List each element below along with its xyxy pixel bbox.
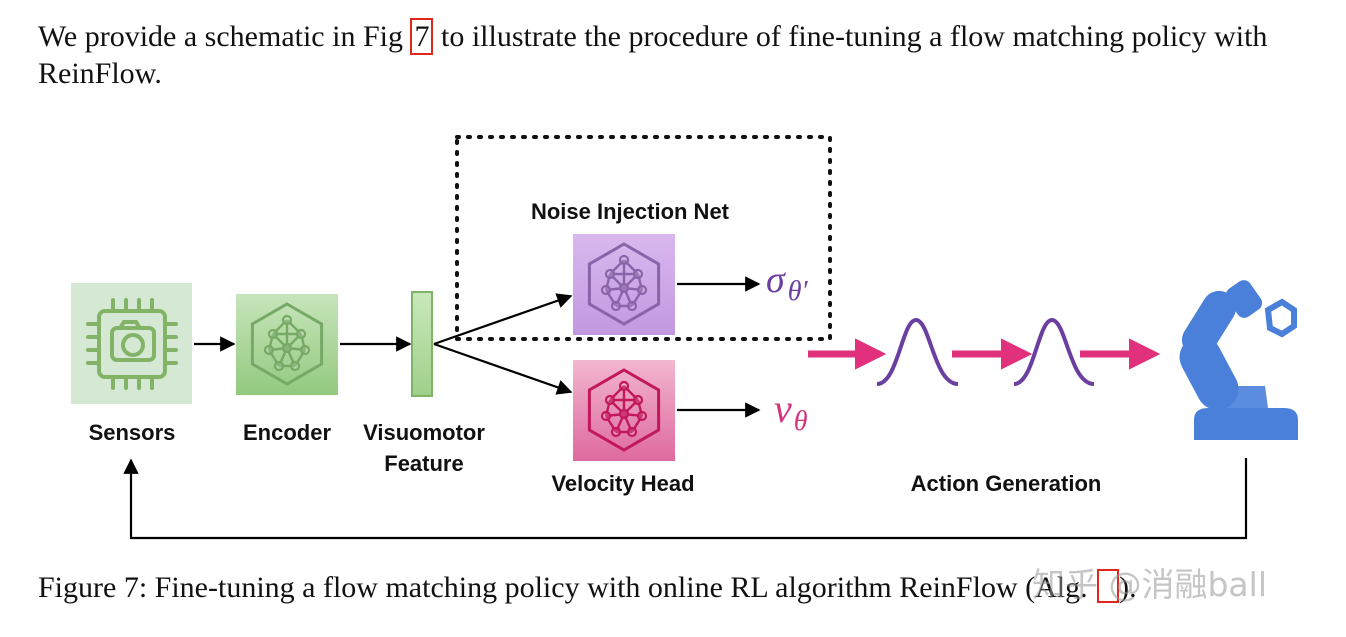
caption-text: Figure 7: Fine-tuning a flow matching po… [38,571,1096,604]
gaussian-curve [1013,317,1095,386]
visuomotor-feature-bar [411,291,433,397]
velocity-head-block [573,360,675,461]
label-sensors: Sensors [89,420,176,445]
sensors-box [71,283,192,404]
noise-injection-region [455,135,832,341]
robot-gripper [1264,298,1297,338]
paragraph-text-before: We provide a schematic in Fig [38,20,411,53]
algorithm-ref-link[interactable] [1097,569,1120,603]
velocity-symbol: vθ [774,386,808,437]
label-velocity-head: Velocity Head [551,471,694,496]
label-action-generation: Action Generation [911,471,1102,496]
intro-paragraph: We provide a schematic in Fig 7 to illus… [38,18,1328,92]
caption-text-end: ). [1119,571,1137,604]
paragraph-text-after: to illustrate the procedure of fine-tuni… [38,20,1268,90]
label-feature: Feature [384,451,463,476]
sensors-block [71,283,192,404]
robot-base [1194,408,1298,440]
encoder-block [236,294,338,395]
label-noise-injection-net: Noise Injection Net [531,199,730,224]
robot-upper-arm [1181,290,1237,358]
feedback-loop-arrow [123,458,1248,540]
camera-chip-icon [86,298,178,390]
gaussian-curve [876,317,959,386]
data-flow-arrows [194,276,761,418]
figure-caption: Figure 7: Fine-tuning a flow matching po… [38,568,1328,608]
robot-arm-icon [1179,280,1298,440]
robot-wrist [1225,280,1263,318]
action-generation-flow [808,317,1161,386]
figure-ref-link[interactable]: 7 [410,18,434,55]
noise-injection-block [573,234,675,335]
watermark: 知乎 @消融ball [1032,565,1267,604]
label-visuomotor: Visuomotor [363,420,485,445]
label-encoder: Encoder [243,420,331,445]
